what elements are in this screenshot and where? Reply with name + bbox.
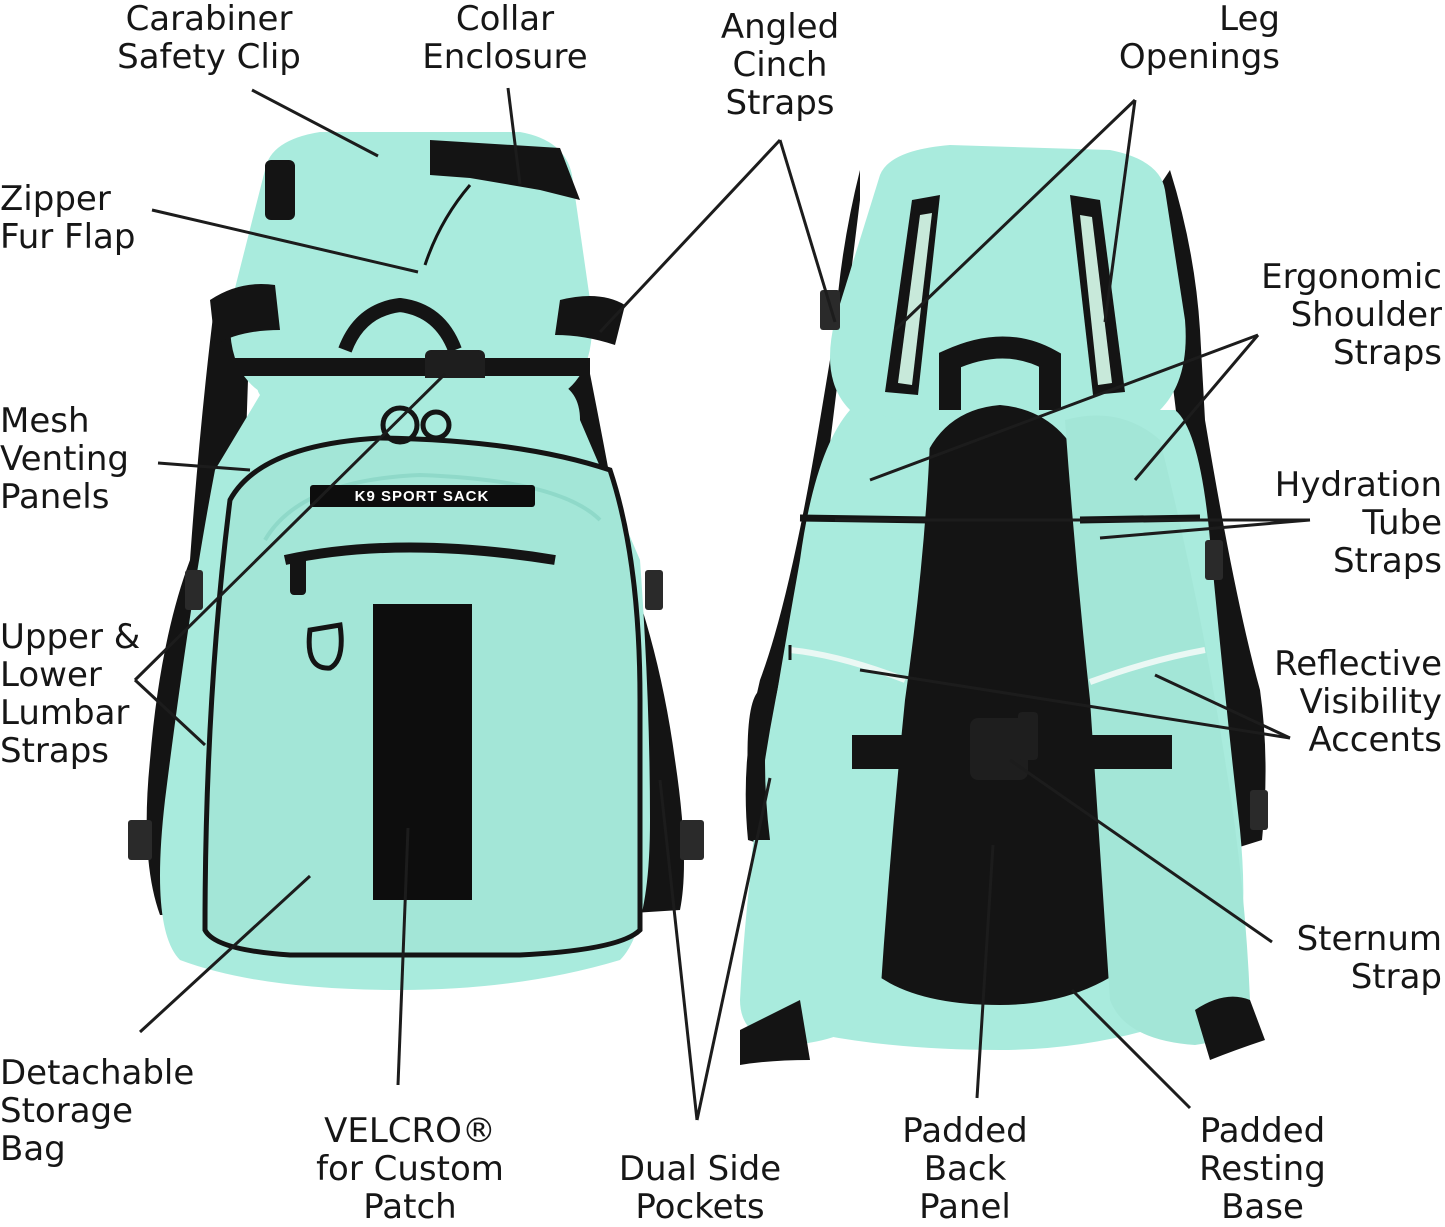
label-ergonomic-shoulder-straps: Ergonomic Shoulder Straps	[1261, 257, 1442, 373]
label-collar-enclosure: Collar Enclosure	[422, 0, 588, 77]
label-leg-openings: Leg Openings	[1118, 0, 1280, 77]
brand-patch	[310, 485, 535, 507]
label-reflective-visibility-accents: Reflective Visibility Accents	[1274, 644, 1442, 760]
leader-storage	[138, 874, 312, 1034]
label-upper-lower-lumbar-straps: Upper & Lower Lumbar Straps	[0, 617, 141, 771]
label-velcro-custom-patch: VELCRO® for Custom Patch	[316, 1111, 504, 1227]
label-mesh-venting-panels: Mesh Venting Panels	[0, 401, 129, 517]
label-padded-back-panel: Padded Back Panel	[902, 1111, 1028, 1227]
velcro-strip	[373, 604, 472, 900]
label-detachable-storage-bag: Detachable Storage Bag	[0, 1053, 195, 1169]
leader-pockets-b	[695, 777, 772, 1121]
leader-lines	[133, 87, 1311, 1121]
leader-reflective-a	[859, 668, 1291, 740]
front-hood	[230, 132, 592, 395]
label-padded-resting-base: Padded Resting Base	[1199, 1111, 1326, 1227]
leader-ergonomic-b	[1133, 334, 1260, 481]
label-dual-side-pockets: Dual Side Pockets	[618, 1149, 782, 1227]
leader-carabiner	[251, 88, 379, 158]
leader-back-panel	[975, 844, 995, 1099]
leader-reflective-b	[1154, 673, 1291, 740]
reflective-accent-right	[1088, 647, 1206, 685]
leader-hydration-b	[1099, 518, 1311, 540]
leader-leg-b	[1103, 99, 1137, 323]
leader-leg-a	[893, 98, 1137, 332]
leader-base	[1070, 988, 1192, 1110]
back-hood	[830, 145, 1186, 410]
leader-cinch-a	[598, 138, 782, 334]
front-top-cinch	[430, 140, 580, 200]
shoulder-strap-right	[1065, 415, 1250, 1045]
label-zipper-fur-flap: Zipper Fur Flap	[0, 179, 136, 257]
label-angled-cinch-straps: Angled Cinch Straps	[720, 7, 840, 123]
leader-lumbar-b	[133, 678, 207, 747]
leader-pockets-a	[658, 779, 699, 1121]
leader-collar	[506, 87, 522, 185]
leader-velcro	[396, 827, 410, 1086]
leader-lumbar-a	[133, 372, 447, 682]
leader-cinch-b	[778, 139, 837, 323]
leader-ergonomic-a	[869, 333, 1259, 482]
leader-zipper	[151, 208, 419, 274]
brand-patch-text: K9 SPORT SACK	[355, 488, 490, 505]
label-hydration-tube-straps: Hydration Tube Straps	[1274, 465, 1442, 581]
front-backpack: K9 SPORT SACK	[128, 132, 704, 990]
leader-mesh	[157, 461, 251, 472]
label-sternum-strap: Sternum Strap	[1296, 919, 1442, 997]
back-backpack	[740, 145, 1268, 1065]
padded-back-panel	[858, 405, 1137, 1005]
leader-sternum	[1009, 758, 1273, 944]
shoulder-strap-left	[740, 415, 930, 1045]
label-carabiner-safety-clip: Carabiner Safety Clip	[117, 0, 301, 77]
